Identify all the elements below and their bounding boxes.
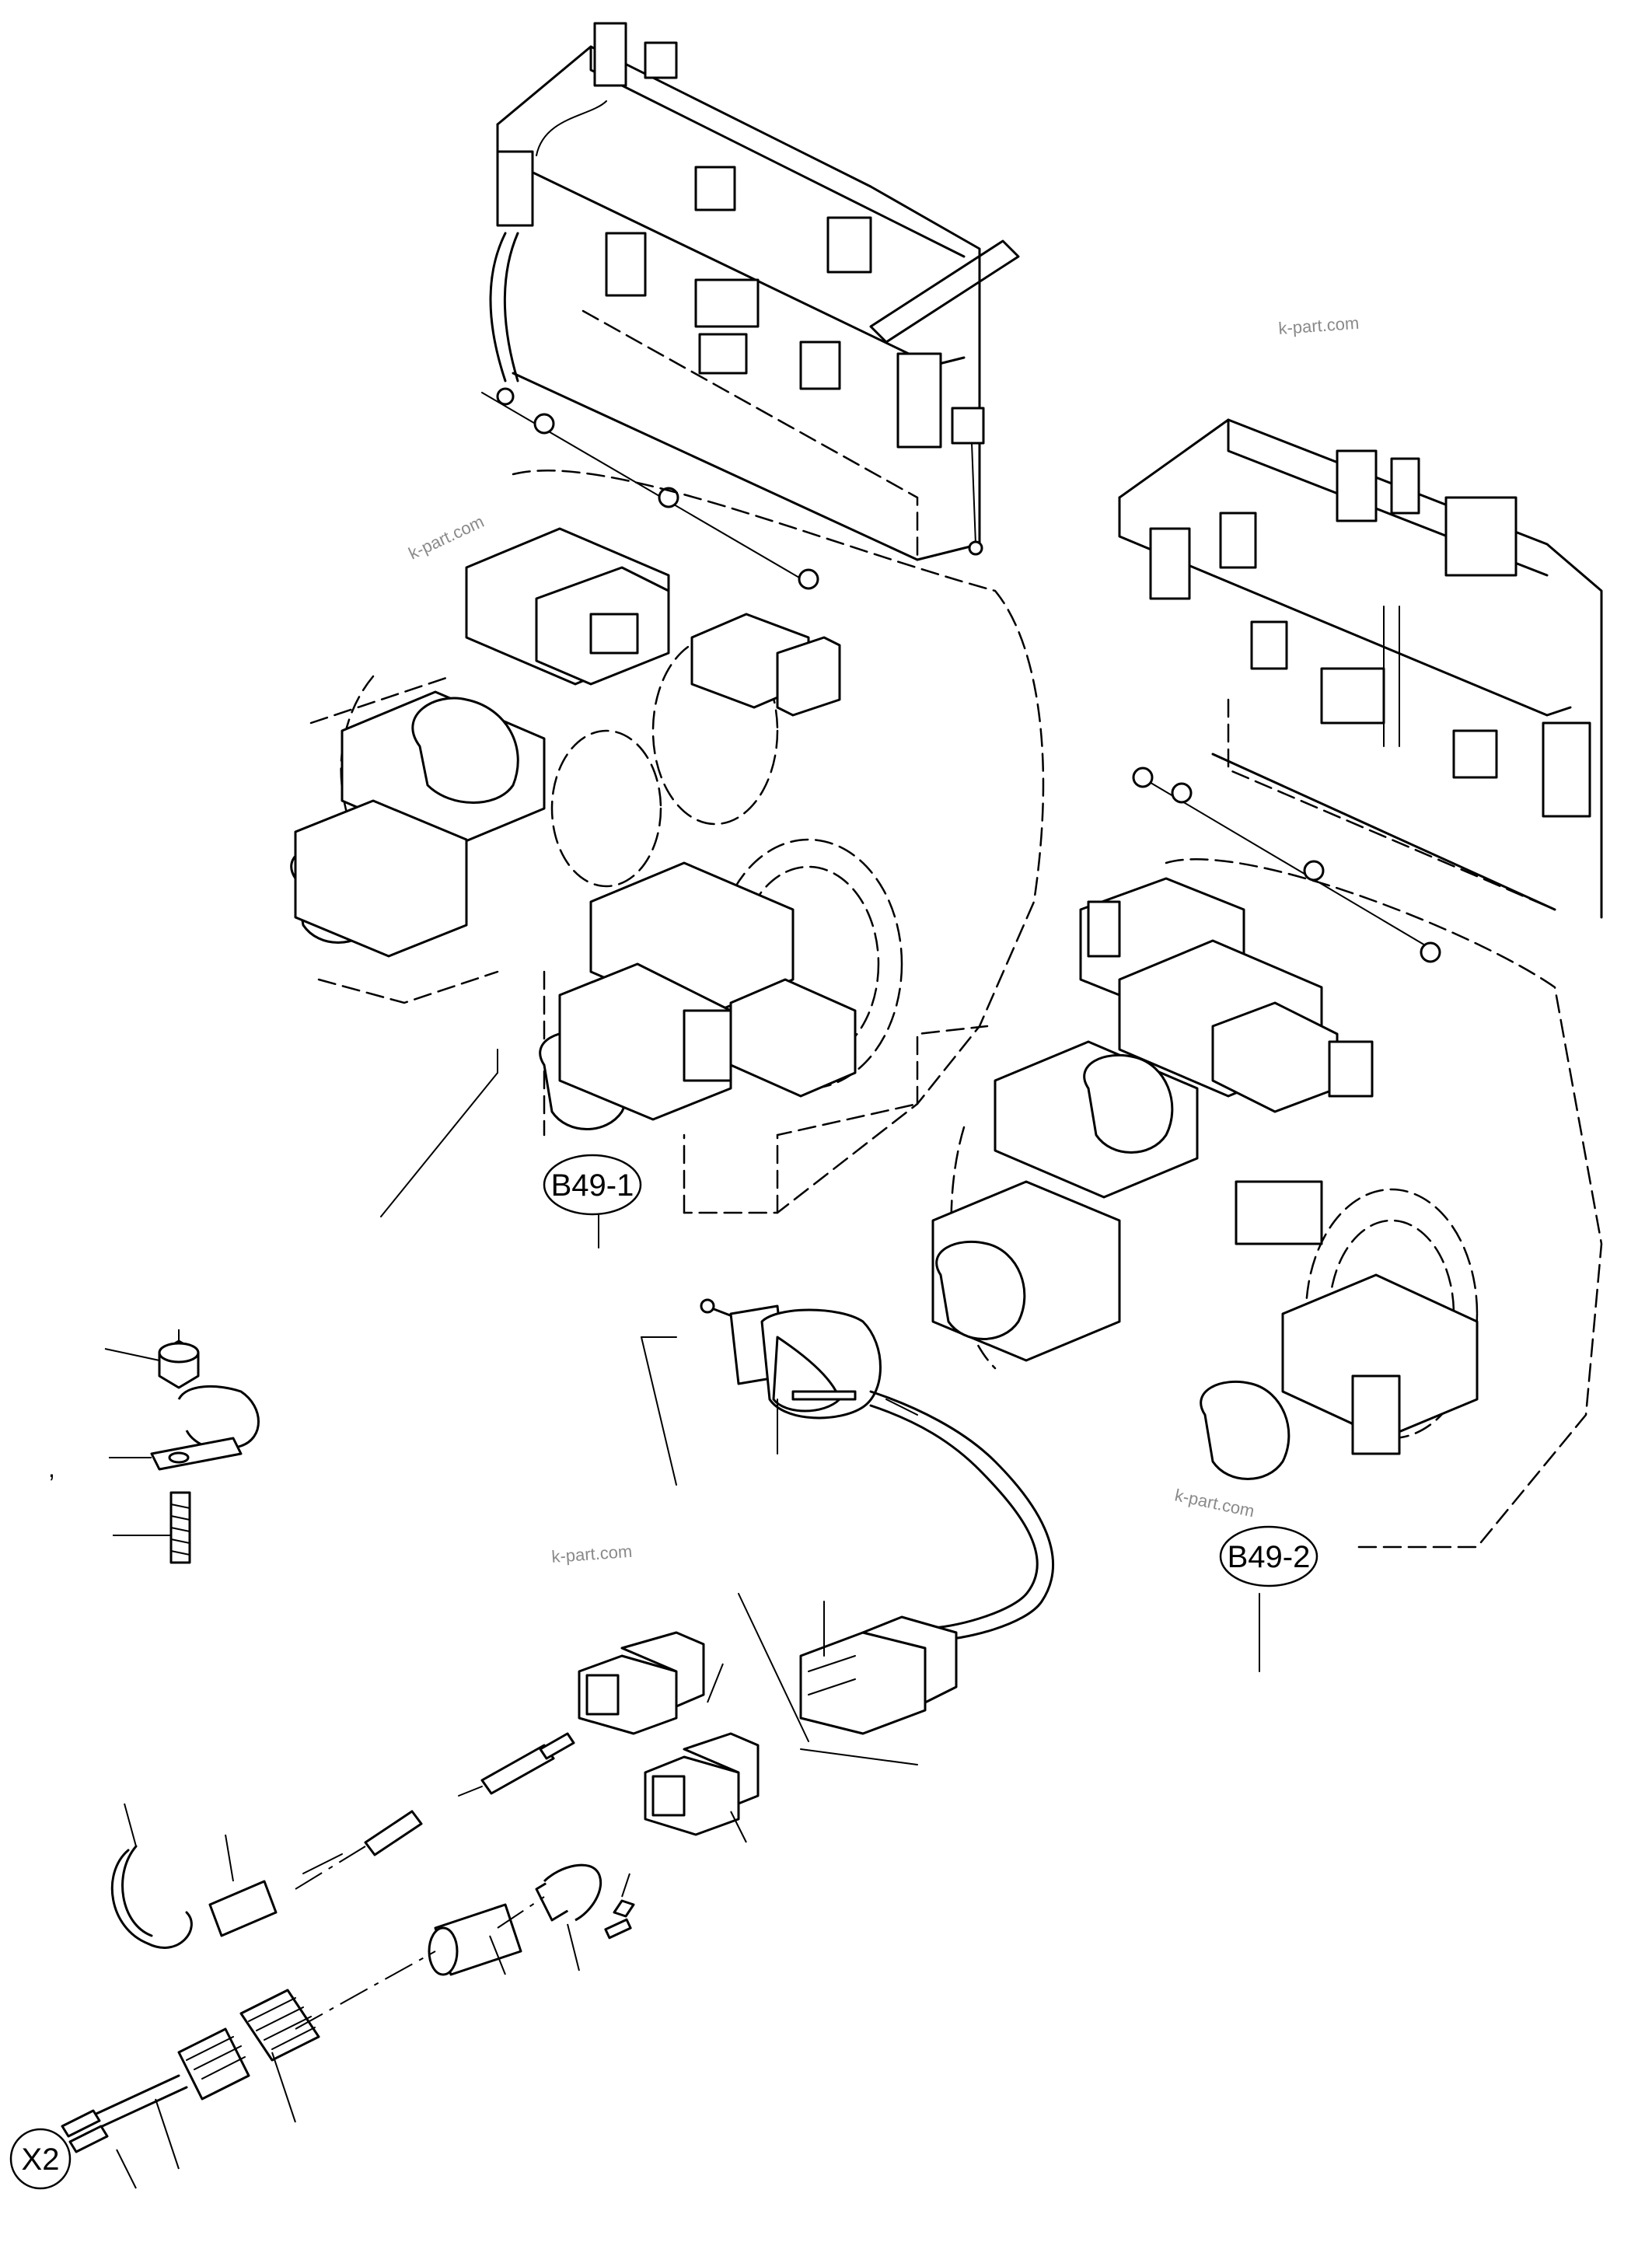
watermark: k-part.com xyxy=(1173,1485,1256,1521)
callout-b49-1: B49-1 xyxy=(543,1154,642,1248)
callout-x2-label: X2 xyxy=(22,2143,60,2177)
callout-x2: X2 xyxy=(9,2128,72,2190)
connector-kit-exploded xyxy=(61,1631,760,2189)
clamp-hardware xyxy=(104,1329,260,1564)
watermark: k-part.com xyxy=(406,512,487,564)
callout-b49-1-label: B49-1 xyxy=(551,1168,634,1203)
pressure-switch-harness xyxy=(641,1298,1055,1765)
transmission-assembly-b49-1 xyxy=(290,22,1045,1217)
transmission-assembly-b49-2 xyxy=(931,418,1603,1672)
callout-b49-2-label: B49-2 xyxy=(1228,1540,1311,1574)
watermark: k-part.com xyxy=(1278,313,1360,338)
pressure-sensor-cap xyxy=(411,697,519,804)
stray-mark: , xyxy=(48,1455,55,1482)
watermark: k-part.com xyxy=(551,1542,633,1566)
solenoid-valve xyxy=(694,166,736,211)
callout-b49-2: B49-2 xyxy=(1219,1525,1318,1587)
